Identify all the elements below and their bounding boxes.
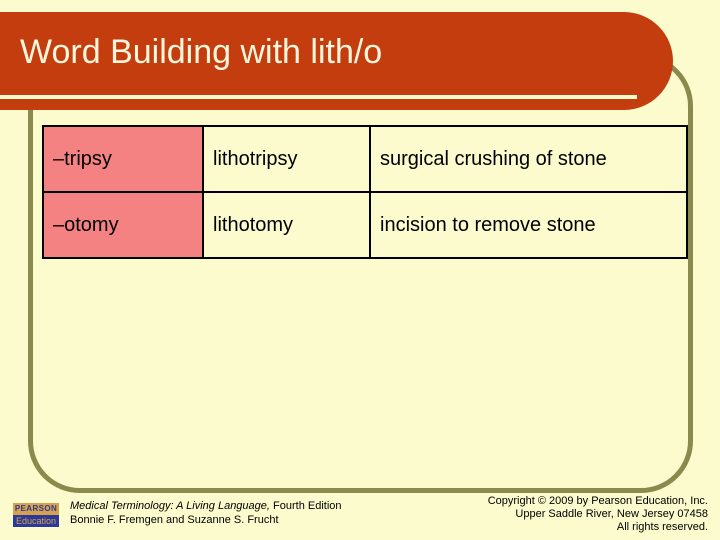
slide-border-frame (28, 54, 693, 493)
footer-authors: Bonnie F. Fremgen and Suzanne S. Frucht (70, 514, 279, 526)
term-cell: lithotomy (202, 191, 371, 259)
table-row: –otomy lithotomy incision to remove ston… (42, 191, 688, 259)
copyright-line-3: All rights reserved. (616, 521, 708, 533)
copyright-line-1: Copyright © 2009 by Pearson Education, I… (487, 495, 708, 507)
copyright-notice: Copyright © 2009 by Pearson Education, I… (488, 495, 708, 534)
pearson-logo: PEARSON Education (13, 503, 59, 527)
term-cell: lithotripsy (202, 125, 371, 193)
copyright-line-2: Upper Saddle River, New Jersey 07458 (515, 508, 708, 520)
title-underline (0, 95, 637, 99)
word-building-table: –tripsy lithotripsy surgical crushing of… (42, 125, 688, 259)
table-row: –tripsy lithotripsy surgical crushing of… (42, 125, 688, 193)
title-bar: Word Building with lith/o (0, 12, 673, 110)
definition-cell: surgical crushing of stone (369, 125, 688, 193)
footer-book-title-italic: Medical Terminology: A Living Language, (70, 500, 270, 512)
footer-book-title: Medical Terminology: A Living Language, … (70, 499, 342, 513)
suffix-cell: –tripsy (42, 125, 204, 193)
pearson-logo-bottom: Education (13, 515, 59, 527)
suffix-cell: –otomy (42, 191, 204, 259)
pearson-logo-top: PEARSON (13, 503, 59, 515)
footer-book-info: Medical Terminology: A Living Language, … (70, 499, 342, 527)
definition-cell: incision to remove stone (369, 191, 688, 259)
slide-title: Word Building with lith/o (20, 33, 383, 71)
footer-book-title-edition: Fourth Edition (269, 500, 342, 512)
